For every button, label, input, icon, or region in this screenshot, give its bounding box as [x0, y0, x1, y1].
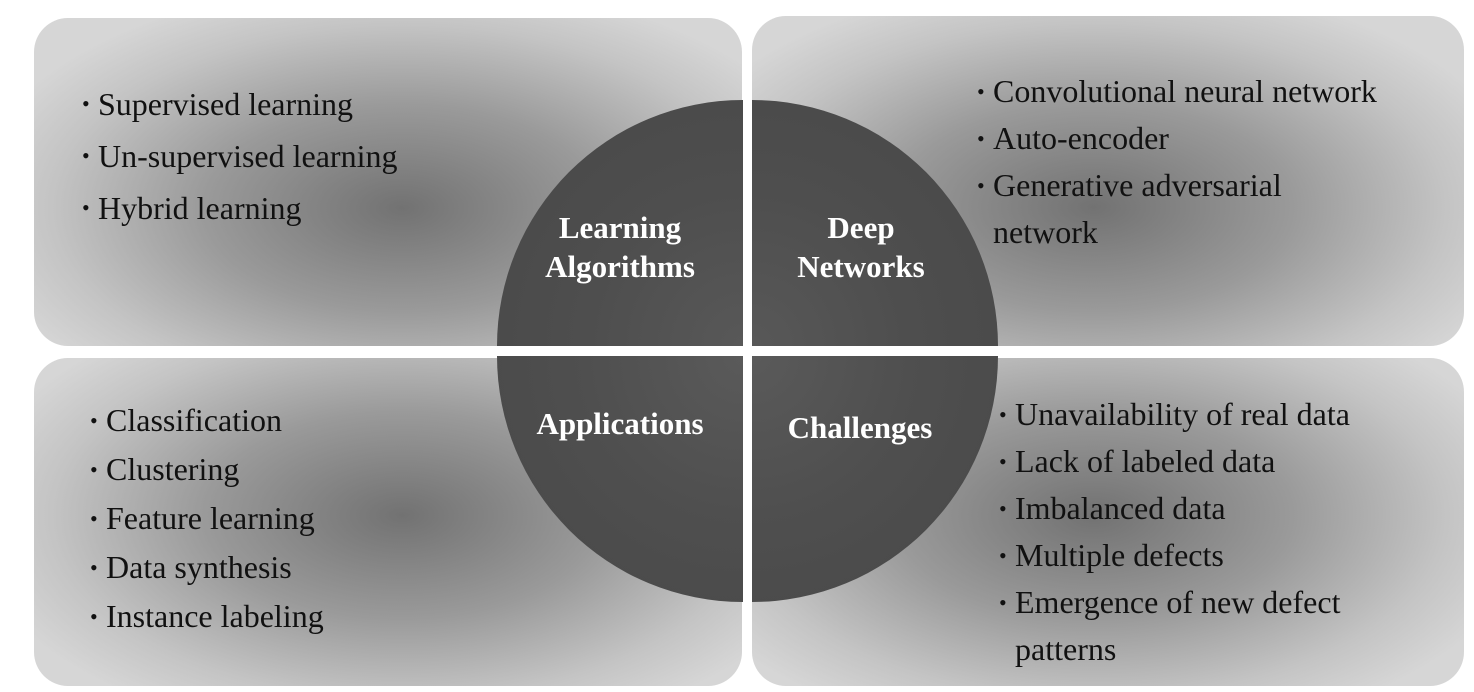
bullet-icon: •	[90, 604, 98, 629]
list-item: • Supervised learning	[80, 78, 397, 130]
bullet-icon: •	[999, 402, 1007, 427]
bullet-icon: •	[90, 457, 98, 482]
list-item-text: Supervised learning	[98, 86, 354, 122]
deep-networks-title-line2: Networks	[797, 249, 925, 284]
list-item: • Instance labeling	[88, 592, 324, 641]
list-item-text: Imbalanced data	[1015, 490, 1226, 526]
list-item-text: Auto-encoder	[993, 120, 1169, 156]
list-item-text: Clustering	[106, 451, 240, 487]
applications-list: • Classification • Clustering • Feature lea…	[88, 396, 324, 641]
bullet-icon: •	[90, 555, 98, 580]
bullet-icon: •	[90, 408, 98, 433]
bullet-icon: •	[977, 126, 985, 151]
bullet-icon: •	[999, 449, 1007, 474]
list-item-text: Lack of labeled data	[1015, 443, 1276, 479]
list-item-text: Feature learning	[106, 500, 315, 536]
bullet-icon: •	[82, 91, 90, 116]
list-item: • Multiple defects	[997, 532, 1350, 579]
learning-algorithms-title-line1: Learning	[558, 210, 682, 245]
list-item-text: Classification	[106, 402, 282, 438]
list-item: • Feature learning	[88, 494, 324, 543]
list-item: • Clustering	[88, 445, 324, 494]
list-item: • Lack of labeled data	[997, 438, 1350, 485]
bullet-icon: •	[82, 143, 90, 168]
list-item-text: Un-supervised learning	[98, 138, 398, 174]
list-item-text: Hybrid learning	[98, 190, 302, 226]
bullet-icon: •	[999, 590, 1007, 615]
list-item-text: Instance labeling	[106, 598, 324, 634]
challenges-list: • Unavailability of real data • Lack of la…	[997, 391, 1350, 673]
deep-networks-list: • Convolutional neural network • Auto-enco…	[975, 68, 1377, 256]
list-item: • Imbalanced data	[997, 485, 1350, 532]
bullet-icon: •	[977, 173, 985, 198]
applications-title: Applications	[536, 406, 704, 441]
list-item-text: Unavailability of real data	[1015, 396, 1350, 432]
list-item: • Un-supervised learning	[80, 130, 397, 182]
list-item-text: Generative adversarial	[993, 167, 1282, 203]
list-item: • Hybrid learning	[80, 182, 397, 234]
list-item: • Data synthesis	[88, 543, 324, 592]
list-item: • Emergence of new defect patterns	[997, 579, 1350, 673]
learning-algorithms-title: Learning Algorithms	[510, 208, 730, 286]
list-item-text-continuation: network	[993, 214, 1098, 250]
challenges-title: Challenges	[787, 410, 933, 445]
list-item-text: Emergence of new defect	[1015, 584, 1341, 620]
list-item-text: Multiple defects	[1015, 537, 1224, 573]
list-item: • Unavailability of real data	[997, 391, 1350, 438]
list-item: • Auto-encoder	[975, 115, 1377, 162]
bullet-icon: •	[999, 496, 1007, 521]
learning-algorithms-title-line2: Algorithms	[545, 249, 695, 284]
bullet-icon: •	[82, 195, 90, 220]
learning-algorithms-list: • Supervised learning • Un-supervised lear…	[80, 78, 397, 234]
list-item: • Generative adversarial network	[975, 162, 1377, 256]
bullet-icon: •	[999, 543, 1007, 568]
deep-networks-title-line1: Deep	[827, 210, 895, 245]
list-item: • Classification	[88, 396, 324, 445]
bullet-icon: •	[90, 506, 98, 531]
list-item: • Convolutional neural network	[975, 68, 1377, 115]
list-item-text: Convolutional neural network	[993, 73, 1377, 109]
deep-networks-title: Deep Networks	[766, 208, 956, 286]
list-item-text-continuation: patterns	[1015, 631, 1117, 667]
list-item-text: Data synthesis	[106, 549, 292, 585]
bullet-icon: •	[977, 79, 985, 104]
